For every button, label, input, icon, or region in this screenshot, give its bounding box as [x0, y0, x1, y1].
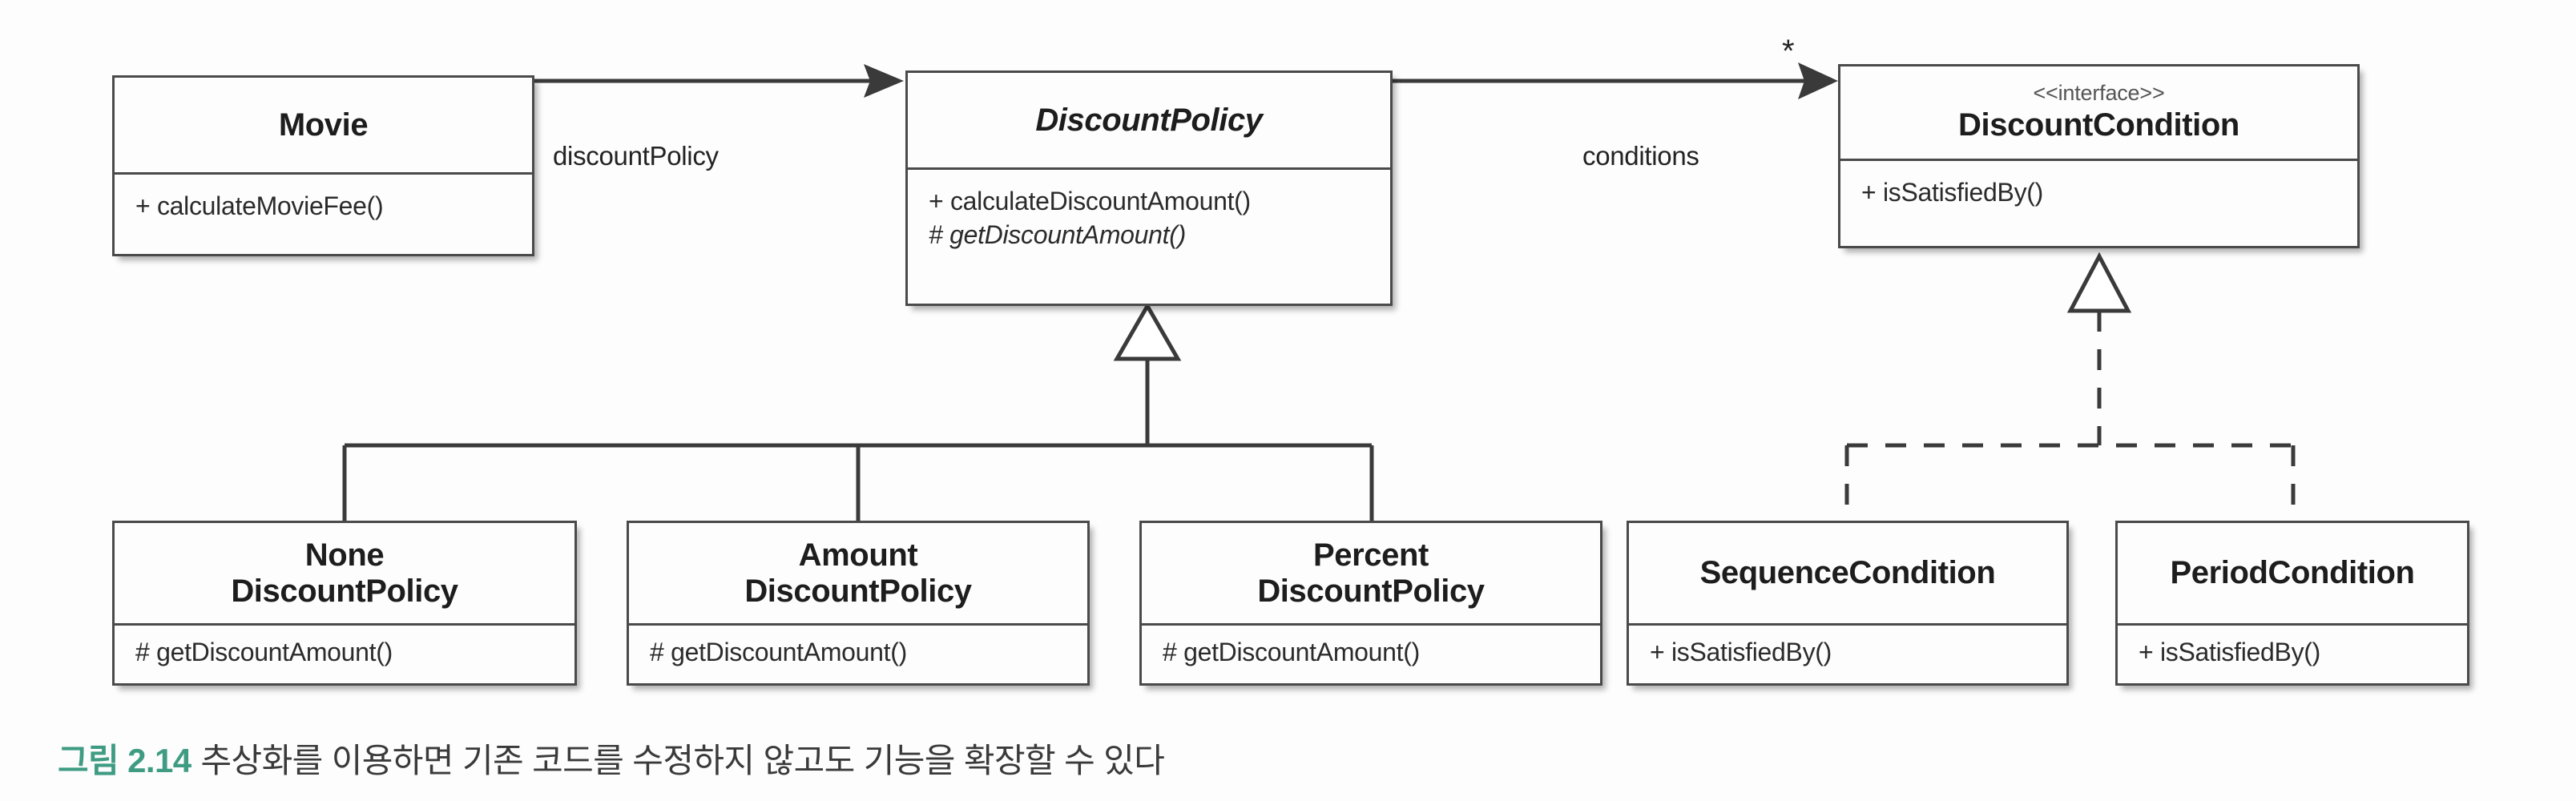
class-name-line-2: DiscountPolicy: [1257, 573, 1485, 609]
member-row: # getDiscountAmount(): [135, 638, 393, 666]
figure-number: 그림 2.14: [58, 742, 191, 779]
generalization-discountpolicy: [342, 301, 1374, 522]
class-separator: [115, 623, 574, 626]
class-name-line-1: Percent: [1313, 537, 1429, 573]
class-members-sequence-condition: + isSatisfiedBy(): [1629, 626, 2066, 683]
class-members-movie: + calculateMovieFee(): [115, 175, 532, 254]
member-row: # getDiscountAmount(): [1163, 638, 1420, 666]
figure-caption-text: 추상화를 이용하면 기존 코드를 수정하지 않고도 기능을 확장할 수 있다: [200, 742, 1165, 779]
class-box-none-discount-policy[interactable]: None DiscountPolicy # getDiscountAmount(…: [112, 521, 577, 686]
member-row: # getDiscountAmount(): [650, 638, 907, 666]
member-row: + isSatisfiedBy(): [1650, 638, 1832, 666]
class-name-discount-condition: DiscountCondition: [1958, 107, 2239, 143]
class-box-period-condition[interactable]: PeriodCondition + isSatisfiedBy(): [2115, 521, 2469, 686]
member-row: # getDiscountAmount(): [929, 220, 1186, 250]
class-box-discount-condition[interactable]: <<interface>> DiscountCondition + isSati…: [1838, 64, 2360, 248]
class-box-sequence-condition[interactable]: SequenceCondition + isSatisfiedBy(): [1627, 521, 2069, 686]
class-members-discount-policy: + calculateDiscountAmount() # getDiscoun…: [908, 170, 1390, 304]
member-row: + isSatisfiedBy(): [1861, 178, 2043, 207]
class-name-line-2: DiscountPolicy: [231, 573, 458, 609]
class-separator: [2118, 623, 2467, 626]
edge-label-conditions: conditions: [1582, 141, 1699, 171]
class-separator: [629, 623, 1087, 626]
class-header-movie: Movie: [115, 78, 532, 172]
member-row: + calculateMovieFee(): [135, 191, 384, 220]
class-members-none-discount-policy: # getDiscountAmount(): [115, 626, 574, 683]
class-header-amount-discount-policy: Amount DiscountPolicy: [629, 523, 1087, 623]
class-separator: [1142, 623, 1600, 626]
class-header-discount-condition: <<interface>> DiscountCondition: [1840, 66, 2357, 159]
class-name-discount-policy: DiscountPolicy: [1035, 102, 1263, 138]
class-name-sequence-condition: SequenceCondition: [1699, 555, 1996, 591]
class-members-percent-discount-policy: # getDiscountAmount(): [1142, 626, 1600, 683]
class-box-percent-discount-policy[interactable]: Percent DiscountPolicy # getDiscountAmou…: [1139, 521, 1602, 686]
member-row: + calculateDiscountAmount(): [929, 187, 1251, 215]
class-name-line-1: Amount: [798, 537, 918, 573]
class-name-movie: Movie: [278, 107, 369, 143]
class-header-sequence-condition: SequenceCondition: [1629, 523, 2066, 623]
multiplicity-label-star: *: [1782, 34, 1795, 69]
class-header-percent-discount-policy: Percent DiscountPolicy: [1142, 523, 1600, 623]
class-members-discount-condition: + isSatisfiedBy(): [1840, 161, 2357, 246]
class-box-discount-policy[interactable]: DiscountPolicy + calculateDiscountAmount…: [905, 70, 1393, 306]
class-separator: [115, 172, 532, 175]
edge-label-discount-policy: discountPolicy: [553, 141, 719, 171]
class-box-amount-discount-policy[interactable]: Amount DiscountPolicy # getDiscountAmoun…: [627, 521, 1090, 686]
member-row: + isSatisfiedBy(): [2139, 638, 2320, 666]
class-separator: [1629, 623, 2066, 626]
association-discountpolicy-discountcondition: [1391, 62, 1838, 99]
stereotype-interface: <<interface>>: [2033, 81, 2165, 106]
class-name-line-1: None: [304, 537, 385, 573]
class-header-period-condition: PeriodCondition: [2118, 523, 2467, 623]
class-members-period-condition: + isSatisfiedBy(): [2118, 626, 2467, 683]
class-header-discount-policy: DiscountPolicy: [908, 73, 1390, 167]
class-separator: [908, 167, 1390, 170]
realization-discountcondition: [1844, 252, 2296, 522]
association-movie-discountpolicy: [534, 64, 904, 98]
class-members-amount-discount-policy: # getDiscountAmount(): [629, 626, 1087, 683]
class-separator: [1840, 159, 2357, 161]
class-name-period-condition: PeriodCondition: [2170, 555, 2415, 591]
class-box-movie[interactable]: Movie + calculateMovieFee(): [112, 75, 534, 256]
class-name-line-2: DiscountPolicy: [744, 573, 972, 609]
class-header-none-discount-policy: None DiscountPolicy: [115, 523, 574, 623]
